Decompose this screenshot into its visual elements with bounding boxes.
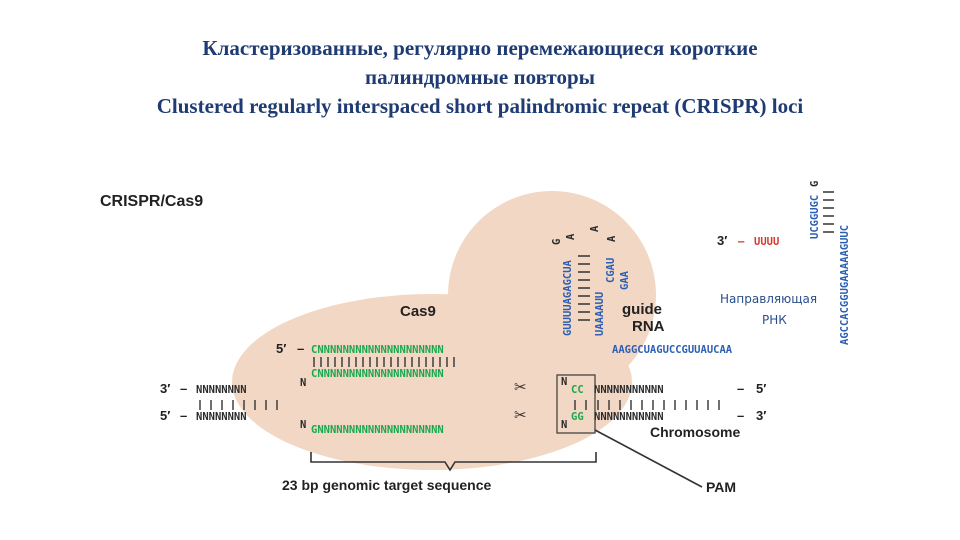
cas9-label: Cas9 bbox=[400, 303, 436, 320]
cas9-protein-shape bbox=[232, 191, 656, 470]
chromosome-left-5prime: 5′ bbox=[160, 408, 170, 423]
stem-top-a-1: A bbox=[565, 233, 577, 240]
chromosome-right-5prime: 5′ bbox=[756, 381, 766, 396]
chromosome-right-dash-top: – bbox=[737, 381, 744, 396]
target-strand-bottom-sequence: GNNNNNNNNNNNNNNNNNNNN bbox=[311, 424, 444, 436]
right-hairpin-loop-g: G bbox=[809, 181, 821, 187]
crispr-cas9-label: CRISPR/Cas9 bbox=[100, 193, 203, 210]
pam-label: PAM bbox=[706, 479, 736, 495]
pam-top-n-base: N bbox=[561, 376, 567, 388]
right-hairpin-pairing-ticks bbox=[823, 191, 834, 233]
pam-top-bases: CC bbox=[571, 384, 584, 396]
chromosome-right-flank-top: NNNNNNNNNNN bbox=[594, 384, 664, 396]
title-line-russian-2: палиндромные повторы bbox=[364, 65, 596, 89]
guide-3prime-dash: – bbox=[738, 236, 745, 248]
stem-left-sequence: GUUUUAGAGCUA bbox=[562, 259, 574, 336]
right-hairpin-sequence: AGCCACGGUGAAAAAGUUC bbox=[839, 225, 851, 345]
guide-3prime-end: 3′ bbox=[717, 233, 727, 248]
guide-spacer-sequence: CNNNNNNNNNNNNNNNNNNNN bbox=[311, 344, 444, 356]
right-hairpin-complement: UCGGUGC bbox=[809, 195, 821, 239]
guide-uuuu-tail: UUUU bbox=[754, 236, 779, 248]
guide-rna-note-line-1: Направляющая bbox=[720, 292, 817, 306]
target-strand-top-sequence: CNNNNNNNNNNNNNNNNNNNN bbox=[311, 368, 444, 380]
title-line-russian-1: Кластеризованные, регулярно перемежающие… bbox=[202, 36, 758, 60]
chromosome-label: Chromosome bbox=[650, 424, 740, 440]
rna-label: RNA bbox=[632, 318, 665, 335]
chromosome-right-3prime: 3′ bbox=[756, 408, 766, 423]
pam-pointer-line bbox=[594, 429, 703, 488]
title-line-english: Clustered regularly interspaced short pa… bbox=[156, 94, 804, 118]
stem-loop-sequence: GAA bbox=[619, 270, 631, 290]
stem-top-g: G bbox=[551, 239, 563, 245]
stem-left-complement: UAAAAUU bbox=[594, 292, 606, 336]
pam-box bbox=[556, 374, 596, 434]
pam-bottom-bases: GG bbox=[571, 411, 584, 423]
cut-site-top-scissors-icon: ✂ bbox=[514, 378, 527, 396]
stem-top-a-3: A bbox=[606, 235, 618, 242]
left-flank-pairing-ticks bbox=[199, 400, 278, 410]
stem-pairing-ticks bbox=[578, 255, 590, 321]
guide-dash: – bbox=[297, 341, 304, 356]
chromosome-left-dash-top: – bbox=[180, 381, 187, 396]
guide-rna-bottom-sequence: AAGGCUAGUCCGUUAUCAA bbox=[612, 344, 733, 356]
pam-bottom-n-base: N bbox=[561, 419, 567, 431]
target-sequence-brace bbox=[310, 452, 597, 472]
stem-top-a-2: A bbox=[589, 225, 601, 232]
chromosome-right-dash-bottom: – bbox=[737, 408, 744, 423]
chromosome-left-flank-top: NNNNNNNN bbox=[196, 384, 247, 396]
guide-label: guide bbox=[622, 301, 662, 318]
chromosome-right-flank-bottom: NNNNNNNNNNN bbox=[594, 411, 664, 423]
guide-5prime-end: 5′ bbox=[276, 341, 286, 356]
target-top-n-base: N bbox=[300, 377, 306, 389]
chromosome-left-dash-bottom: – bbox=[180, 408, 187, 423]
right-flank-pairing-ticks bbox=[574, 400, 720, 410]
guide-target-pairing-ticks bbox=[313, 357, 455, 367]
target-bottom-n-base: N bbox=[300, 419, 306, 431]
chromosome-left-flank-bottom: NNNNNNNN bbox=[196, 411, 247, 423]
cut-site-bottom-scissors-icon: ✂ bbox=[514, 406, 527, 424]
guide-rna-note-line-2: РНК bbox=[762, 313, 787, 327]
stem-right-sequence: CGAU bbox=[605, 258, 617, 283]
chromosome-left-3prime: 3′ bbox=[160, 381, 170, 396]
slide-title: Кластеризованные, регулярно перемежающие… bbox=[0, 34, 960, 121]
target-sequence-label: 23 bp genomic target sequence bbox=[282, 477, 491, 493]
